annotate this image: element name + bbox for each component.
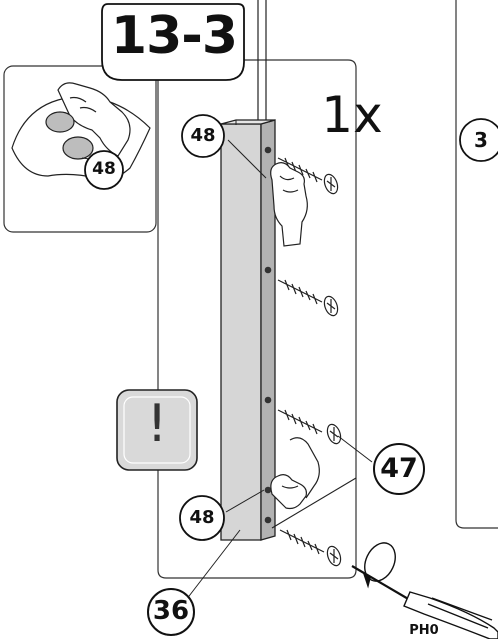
part-number-47: 47 <box>380 453 418 484</box>
screwdriver-icon <box>351 542 498 639</box>
part-callout-circle <box>181 114 225 158</box>
part-number-48-bottom: 48 <box>189 507 215 528</box>
step-title-badge <box>101 3 245 81</box>
next-step-circle <box>459 118 498 162</box>
next-step-number: 3 <box>474 128 488 152</box>
leader-line <box>227 139 267 179</box>
leader-line <box>225 489 265 513</box>
warning-box <box>116 389 198 471</box>
leader-line <box>185 529 241 601</box>
warning-icon: ! <box>146 394 168 454</box>
next-step-frame <box>455 0 498 529</box>
part-callout-circle <box>373 443 425 495</box>
floor-line <box>271 477 357 529</box>
screw-icon <box>277 409 342 445</box>
part-callout-circle <box>84 150 124 190</box>
side-panel-36 <box>220 119 276 541</box>
leader-line <box>337 435 373 463</box>
main-step-frame <box>157 59 357 579</box>
quantity-label: 1x <box>321 86 383 144</box>
warning-box-inner <box>123 396 191 464</box>
screw-icon <box>279 529 342 567</box>
step-title: 13-3 <box>110 6 238 66</box>
part-callout-circle <box>147 588 195 636</box>
part-callout-circle <box>179 495 225 541</box>
part-number-48-top: 48 <box>190 125 216 146</box>
screw-icon <box>277 157 339 195</box>
tool-label: PH0 <box>409 623 439 638</box>
hand-icon <box>270 437 320 510</box>
hand-icon <box>270 162 308 247</box>
part-number-36: 36 <box>152 596 190 626</box>
screw-icon <box>277 279 339 317</box>
part-number-48-inset: 48 <box>92 159 116 179</box>
